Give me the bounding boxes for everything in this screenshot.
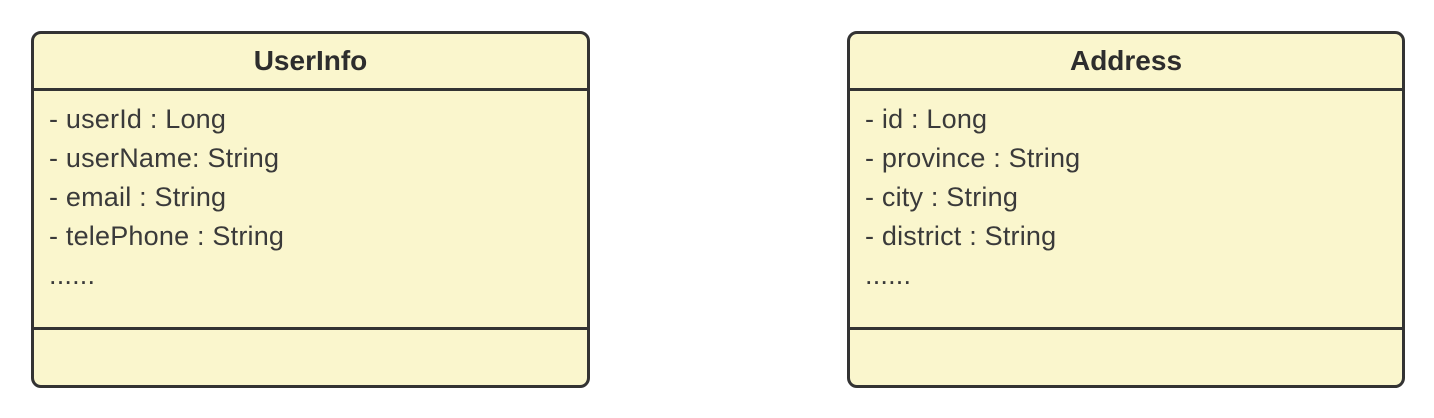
address-attribute: - id : Long [865,104,988,134]
address-methods-compartment [850,327,1402,385]
userinfo-attribute-ellipsis: ...... [49,260,96,290]
address-attribute: - district : String [865,221,1057,251]
userinfo-attribute: - userName: String [49,143,280,173]
userinfo-attributes-compartment: - userId : Long - userName: String - ema… [34,91,587,327]
address-class-title: Address [850,34,1402,91]
userinfo-attribute: - userId : Long [49,104,227,134]
address-attribute: - city : String [865,182,1019,212]
address-attribute-ellipsis: ...... [865,260,912,290]
address-attributes-compartment: - id : Long - province : String - city :… [850,91,1402,327]
uml-class-address[interactable]: Address - id : Long - province : String … [847,31,1405,388]
userinfo-methods-compartment [34,327,587,385]
address-attribute: - province : String [865,143,1081,173]
uml-class-userinfo[interactable]: UserInfo - userId : Long - userName: Str… [31,31,590,388]
userinfo-attribute: - email : String [49,182,227,212]
userinfo-class-title: UserInfo [34,34,587,91]
userinfo-attribute: - telePhone : String [49,221,285,251]
